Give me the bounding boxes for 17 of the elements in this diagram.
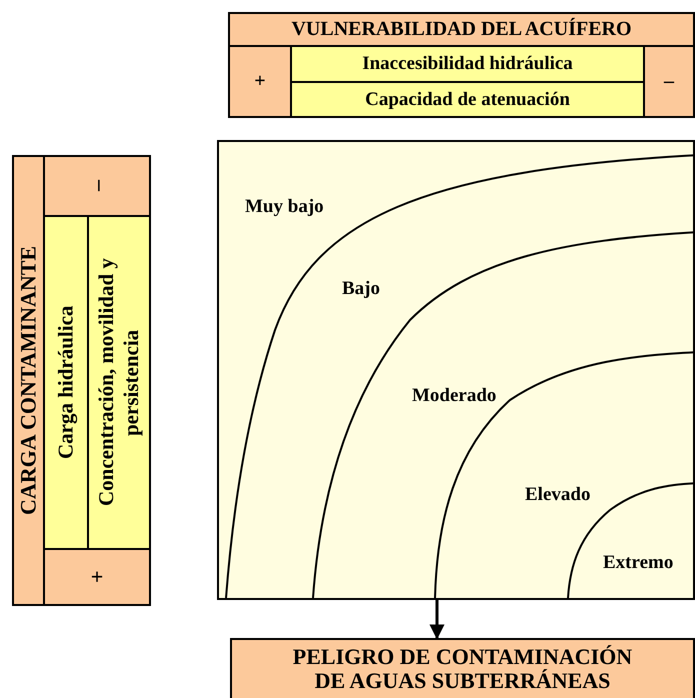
zone-label: Bajo [342,278,380,300]
table-cell-text: Capacidad de atenuación [290,81,645,118]
sign-label: + [43,548,151,606]
zone-label: Elevado [525,484,590,506]
table-cell-text: Carga hidráulica [43,215,89,550]
zone-label: Muy bajo [245,196,324,218]
zone-label: Moderado [412,385,496,407]
arrow [430,600,444,640]
sign-label: + [228,45,292,118]
table-cell-text: Inaccesibilidad hidráulica [290,45,645,83]
zone-label: Extremo [603,552,674,574]
table-cell-text: Concentración, movilidad y persistencia [87,215,151,550]
table-header: CARGA CONTAMINANTE [12,155,45,606]
sign-label: – [43,155,151,217]
sign-label: – [643,45,695,118]
result-box: PELIGRO DE CONTAMINACIÓN DE AGUAS SUBTERRÁNEAS [230,638,695,698]
table-header: VULNERABILIDAD DEL ACUÍFERO [228,12,695,47]
